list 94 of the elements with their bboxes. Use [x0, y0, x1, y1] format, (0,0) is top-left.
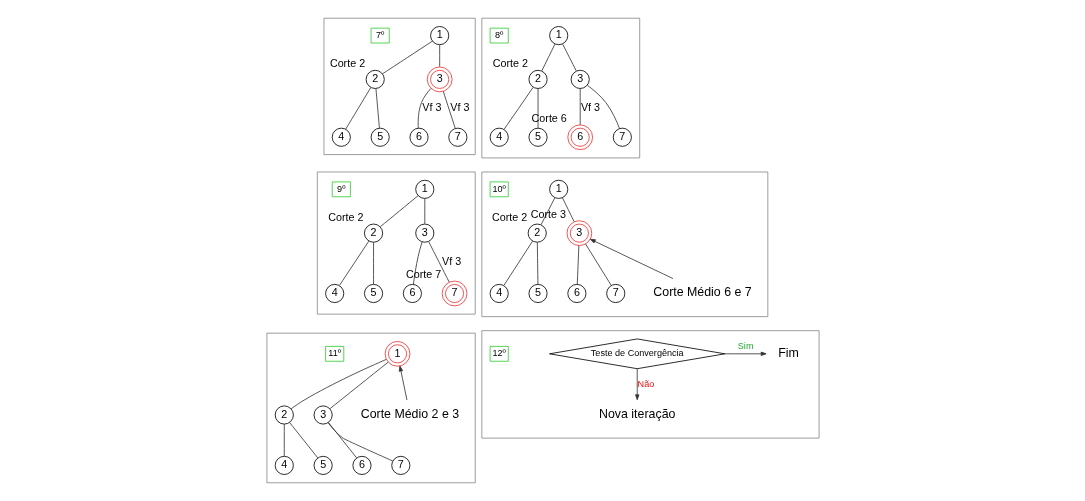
- connector: [379, 195, 418, 228]
- node-circle: 6: [351, 455, 371, 475]
- node-circle: 1: [429, 26, 449, 46]
- node-text: Corte Médio 6 e 7: [652, 285, 752, 300]
- connector: [427, 241, 450, 283]
- node-label: Corte 6: [531, 111, 567, 124]
- node-circle: 2: [528, 69, 548, 89]
- node-circle: 6: [409, 127, 428, 147]
- connector: [290, 359, 387, 410]
- connector: [561, 197, 575, 223]
- node-circle: 7: [605, 283, 625, 303]
- node-circle: 4: [331, 127, 351, 147]
- node-box: 11º: [324, 345, 344, 362]
- node-diamond: Teste de Convergência: [548, 338, 725, 370]
- cluster: [316, 171, 476, 315]
- node-label: Corte 3: [530, 207, 566, 220]
- node-circle: 3: [570, 69, 590, 89]
- node-circle: 6: [566, 283, 586, 303]
- node-circle: 2: [527, 223, 547, 243]
- node-label: Corte 2: [491, 211, 527, 224]
- connector: [502, 240, 533, 286]
- arrow: [589, 238, 673, 279]
- node-box: 10º: [489, 181, 509, 198]
- node-label: Corte 7: [405, 268, 441, 281]
- node-circle: 4: [274, 455, 294, 475]
- node-circle: 3: [313, 405, 333, 425]
- node-circle: 4: [489, 283, 509, 303]
- node-circle: 1: [548, 26, 568, 46]
- connector: [375, 88, 380, 129]
- arrow: [398, 365, 407, 401]
- node-circle: 5: [370, 127, 390, 147]
- cluster: [480, 330, 819, 439]
- connector: [327, 422, 393, 462]
- connector: [423, 198, 425, 225]
- node-circle: 4: [324, 283, 344, 303]
- edge-label: Vf 3: [441, 254, 461, 267]
- connector: [576, 245, 579, 285]
- connector: [327, 422, 357, 459]
- node-circle: 6: [402, 283, 422, 303]
- connector: [329, 361, 388, 410]
- connector: [412, 241, 423, 285]
- connector: [381, 40, 433, 75]
- cluster: [323, 17, 476, 156]
- node-text: Fim: [777, 345, 799, 360]
- cluster: [266, 332, 476, 484]
- connector: [344, 87, 371, 130]
- arrow: [634, 368, 639, 401]
- node-box: 7º: [370, 27, 390, 44]
- node-label: Corte 2: [329, 57, 365, 70]
- connector: [338, 240, 369, 286]
- node-text: Nova iteração: [598, 406, 675, 421]
- connector: [536, 241, 538, 285]
- connector: [503, 86, 534, 130]
- node-circle: 5: [528, 127, 548, 147]
- node-label: Corte 2: [492, 57, 528, 70]
- cluster: [480, 171, 768, 318]
- connector: [537, 88, 538, 129]
- cluster: [480, 17, 640, 159]
- node-circle: 1: [414, 179, 434, 199]
- node-circle: 7: [612, 127, 632, 147]
- node-circle: 5: [528, 283, 548, 303]
- connector: [372, 241, 374, 285]
- node-circle: 4: [489, 127, 509, 147]
- edge-label: Vf 3: [449, 101, 469, 114]
- node-circle: 2: [365, 69, 385, 89]
- connector: [586, 84, 620, 129]
- node-circle: 2: [274, 405, 294, 425]
- arrow: [724, 351, 767, 356]
- connector: [540, 43, 555, 72]
- connector: [438, 44, 440, 68]
- connector: [417, 88, 431, 129]
- connector: [579, 88, 581, 126]
- node-circle: 7: [447, 127, 467, 147]
- node-box: 12º: [489, 345, 509, 362]
- node-circle: 1: [548, 179, 568, 199]
- node-circle: 3: [414, 223, 434, 243]
- connector: [561, 43, 577, 72]
- edge-label: Vf 3: [421, 101, 441, 114]
- node-text: Corte Médio 2 e 3: [360, 406, 459, 421]
- edge-label: Vf 3: [580, 101, 600, 114]
- node-circle: 5: [363, 283, 383, 303]
- connector: [288, 422, 318, 459]
- node-box: 8º: [489, 27, 509, 44]
- edge-label: Não: [637, 378, 654, 389]
- connector: [584, 243, 612, 286]
- node-circle: 5: [313, 455, 333, 475]
- connector: [540, 197, 555, 226]
- edge-label: Sim: [737, 340, 753, 351]
- node-circle: 2: [363, 223, 383, 243]
- connector: [442, 90, 456, 129]
- connector: [283, 423, 285, 457]
- node-label: Corte 2: [327, 211, 363, 224]
- node-box: 9º: [331, 181, 351, 198]
- node-circle: 7: [390, 455, 410, 475]
